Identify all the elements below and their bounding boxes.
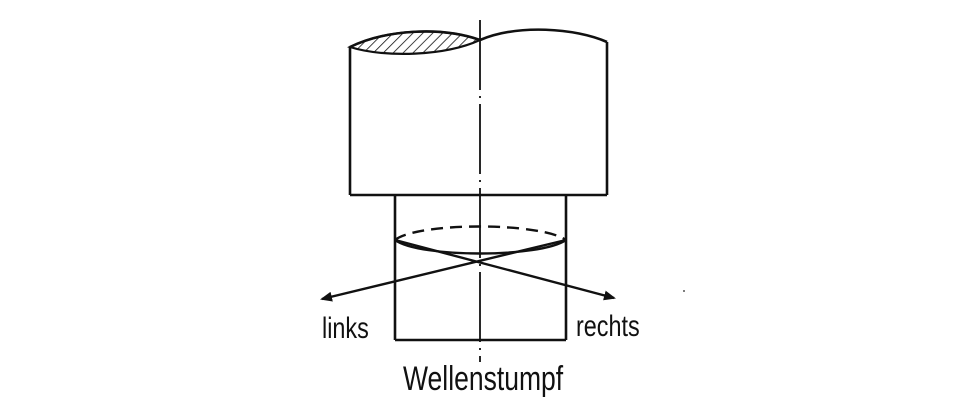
arrow-rechts — [394, 238, 616, 301]
scan-speck — [683, 290, 685, 292]
section-hatching — [347, 30, 483, 56]
label-wellenstumpf: Wellenstumpf — [403, 360, 564, 398]
arrow-links — [320, 238, 567, 302]
label-rechts: rechts — [576, 310, 640, 343]
label-links: links — [322, 312, 369, 345]
